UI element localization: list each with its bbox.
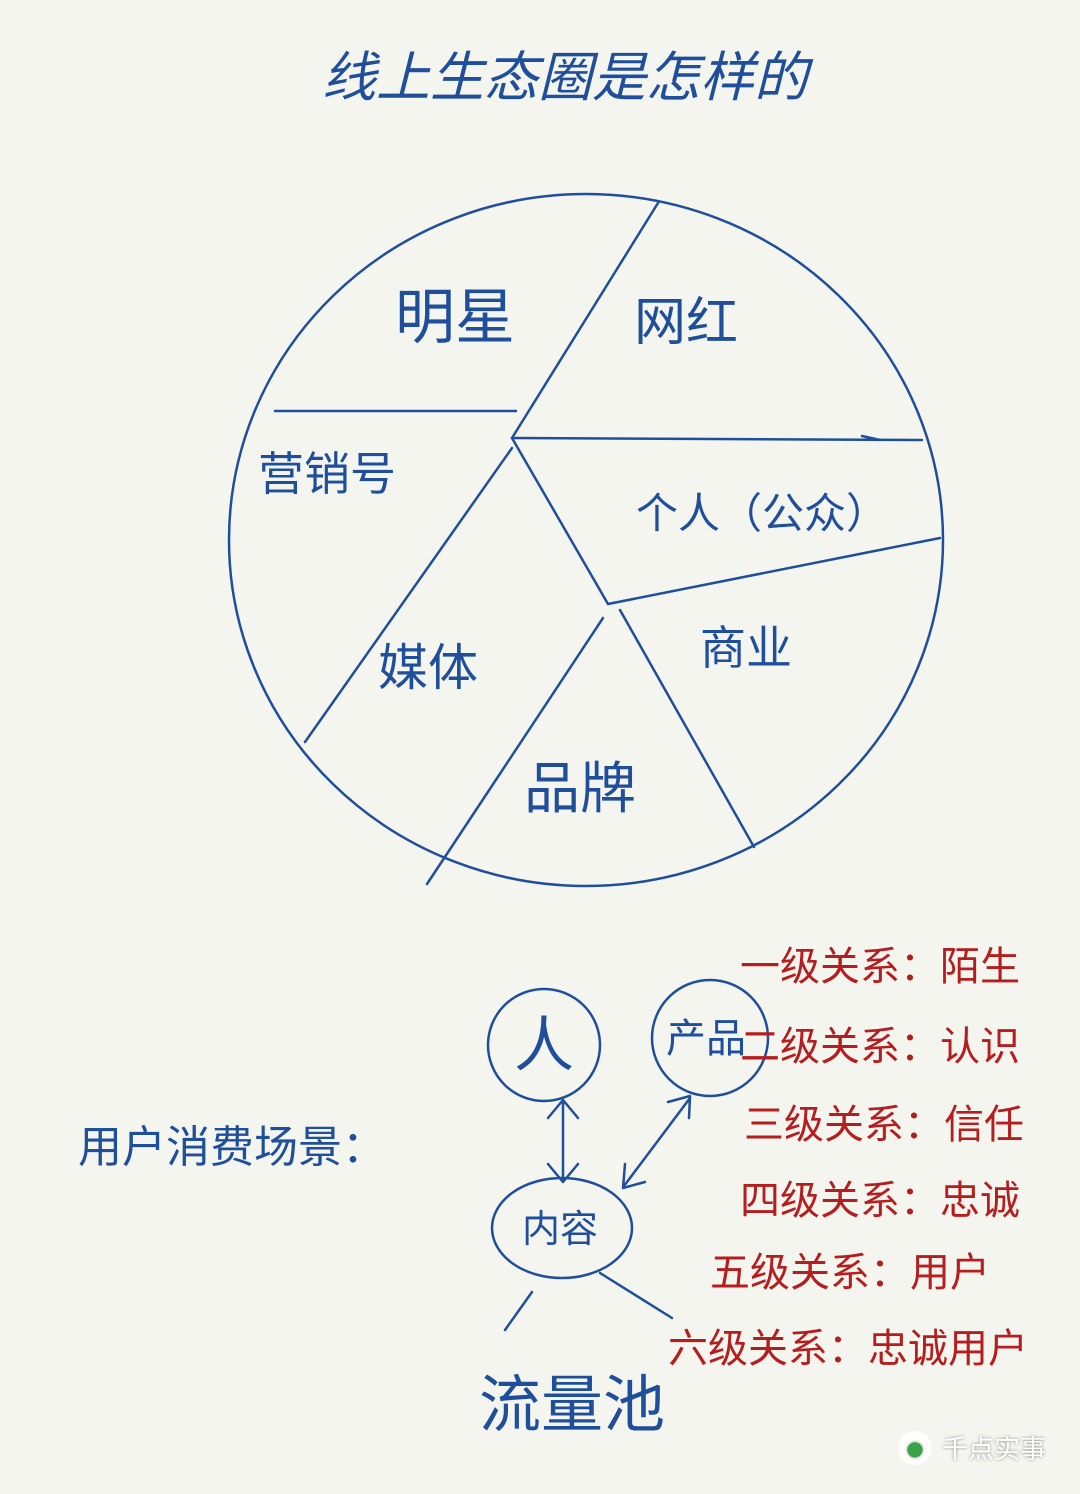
relation-level-2: 二级关系：认识 — [740, 1024, 1020, 1070]
segment-label-media: 媒体 — [378, 639, 478, 697]
relation-level-5: 五级关系：用户 — [710, 1250, 990, 1296]
node-person-label: 人 — [514, 1011, 574, 1081]
node-traffic-pool-label: 流量池 — [479, 1368, 665, 1441]
scene-arrows — [503, 1094, 692, 1332]
segment-label-celebrity: 明星 — [395, 283, 515, 353]
pie-dividers — [273, 201, 942, 886]
node-product-label: 产品 — [666, 1016, 746, 1062]
segment-label-influencer: 网红 — [634, 293, 738, 353]
node-person-circle — [486, 987, 602, 1103]
scene-label: 用户消费场景： — [78, 1122, 386, 1173]
watermark: ● 千点实事 — [897, 1429, 1046, 1466]
diagram-title: 线上生态圈是怎样的 — [322, 46, 814, 109]
segment-label-brand: 品牌 — [524, 757, 636, 822]
relation-level-3: 三级关系：信任 — [744, 1102, 1024, 1148]
relation-level-6: 六级关系：忠诚用户 — [668, 1326, 1028, 1372]
relation-levels-list: 一级关系：陌生 二级关系：认识 三级关系：信任 四级关系：忠诚 五级关系：用户 … — [668, 944, 1028, 1372]
wechat-icon: ● — [897, 1430, 932, 1465]
node-content-label: 内容 — [522, 1207, 598, 1251]
node-product-circle — [650, 978, 770, 1098]
segment-label-marketing-account: 营销号 — [258, 447, 396, 501]
segment-label-business: 商业 — [700, 621, 792, 675]
ecosystem-circle — [227, 192, 945, 888]
watermark-text: 千点实事 — [941, 1435, 1046, 1465]
relation-level-4: 四级关系：忠诚 — [740, 1178, 1020, 1224]
relation-level-1: 一级关系：陌生 — [740, 944, 1020, 990]
segment-label-individual: 个人（公众） — [636, 489, 888, 538]
